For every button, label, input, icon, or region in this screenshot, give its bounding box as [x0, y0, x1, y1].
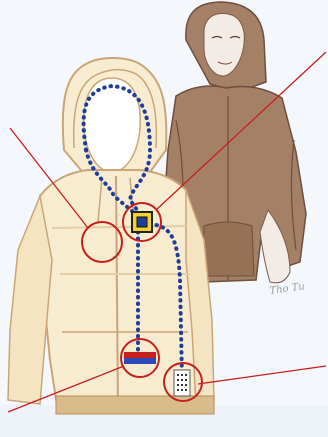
connector-port — [174, 370, 190, 396]
model-pocket — [202, 222, 254, 276]
control-module-chip — [137, 217, 147, 227]
battery-pack-blue — [124, 358, 156, 364]
